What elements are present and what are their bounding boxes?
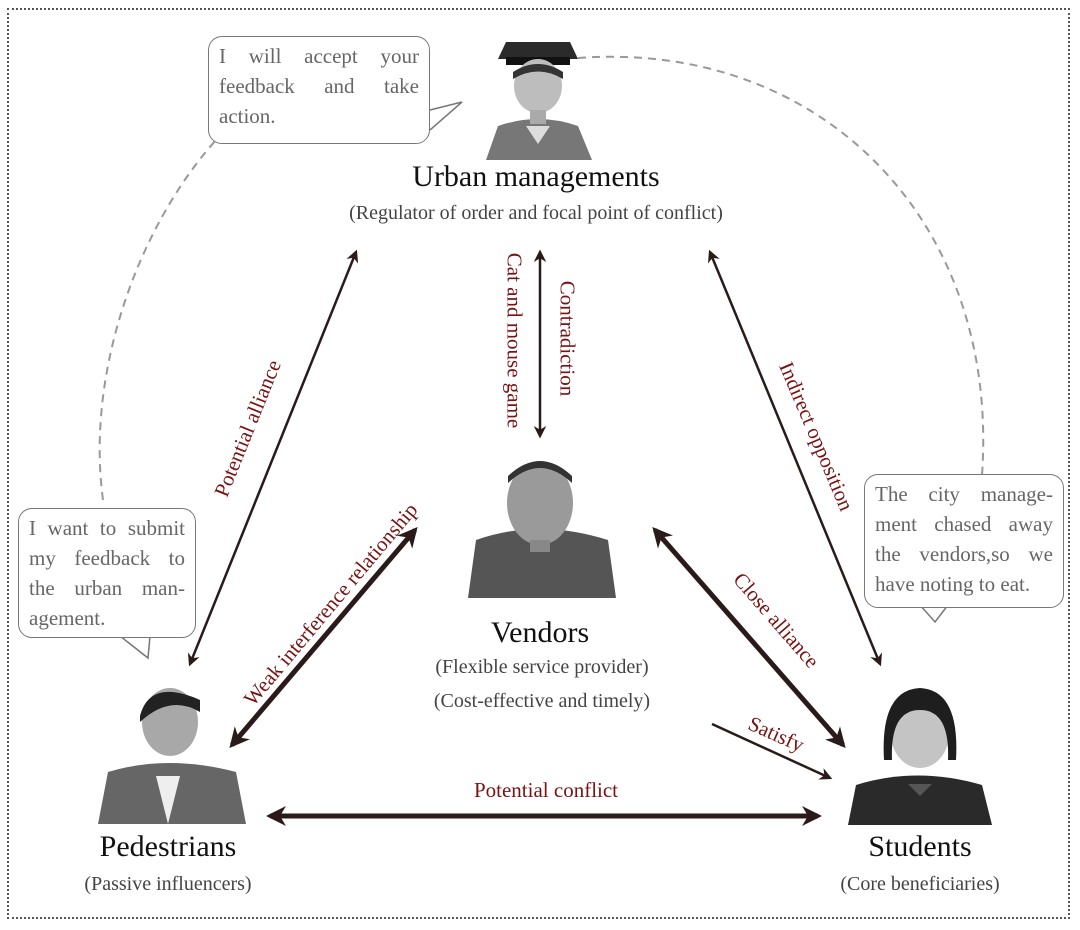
bubble-students: The city manage-ment chased away the ven…: [864, 474, 1064, 608]
urban-subtitle: (Regulator of order and focal point of c…: [286, 202, 786, 225]
pedestrians-subtitle: (Passive influencers): [48, 873, 288, 896]
label-contradiction: Contradiction: [555, 269, 580, 409]
bubble-urban: I will accept your feedback and take act…: [208, 36, 430, 144]
label-cat-mouse: Cat and mouse game: [502, 241, 527, 441]
bubble-pedestrians: I want to submit my feedback to the urba…: [18, 508, 196, 638]
students-title: Students: [830, 830, 1010, 864]
students-subtitle: (Core beneficiaries): [810, 873, 1030, 896]
label-potential-conflict: Potential conflict: [446, 778, 646, 803]
vendors-subtitle-2: (Cost-effective and timely): [392, 690, 692, 713]
urban-title: Urban managements: [336, 160, 736, 194]
vendors-title: Vendors: [440, 616, 640, 650]
vendors-subtitle-1: (Flexible service provider): [392, 656, 692, 679]
pedestrians-title: Pedestrians: [68, 830, 268, 864]
